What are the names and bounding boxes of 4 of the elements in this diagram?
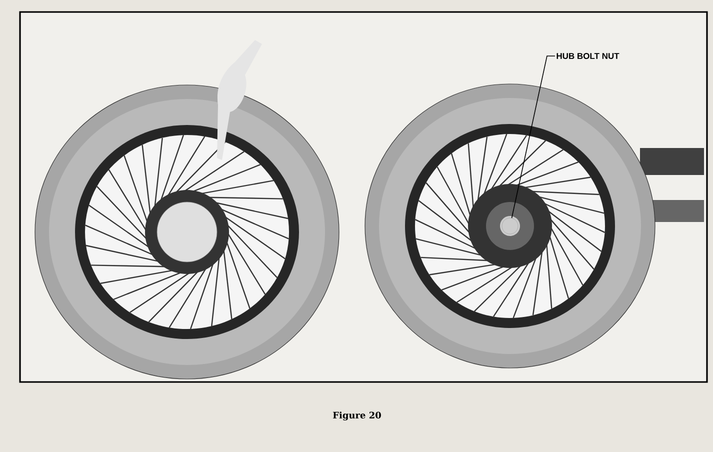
leader-line bbox=[511, 56, 556, 218]
callout-label: HUB BOLT NUT bbox=[556, 53, 620, 59]
hub-bolt-nut bbox=[502, 218, 518, 234]
figure-caption: Figure 20 bbox=[333, 412, 381, 420]
